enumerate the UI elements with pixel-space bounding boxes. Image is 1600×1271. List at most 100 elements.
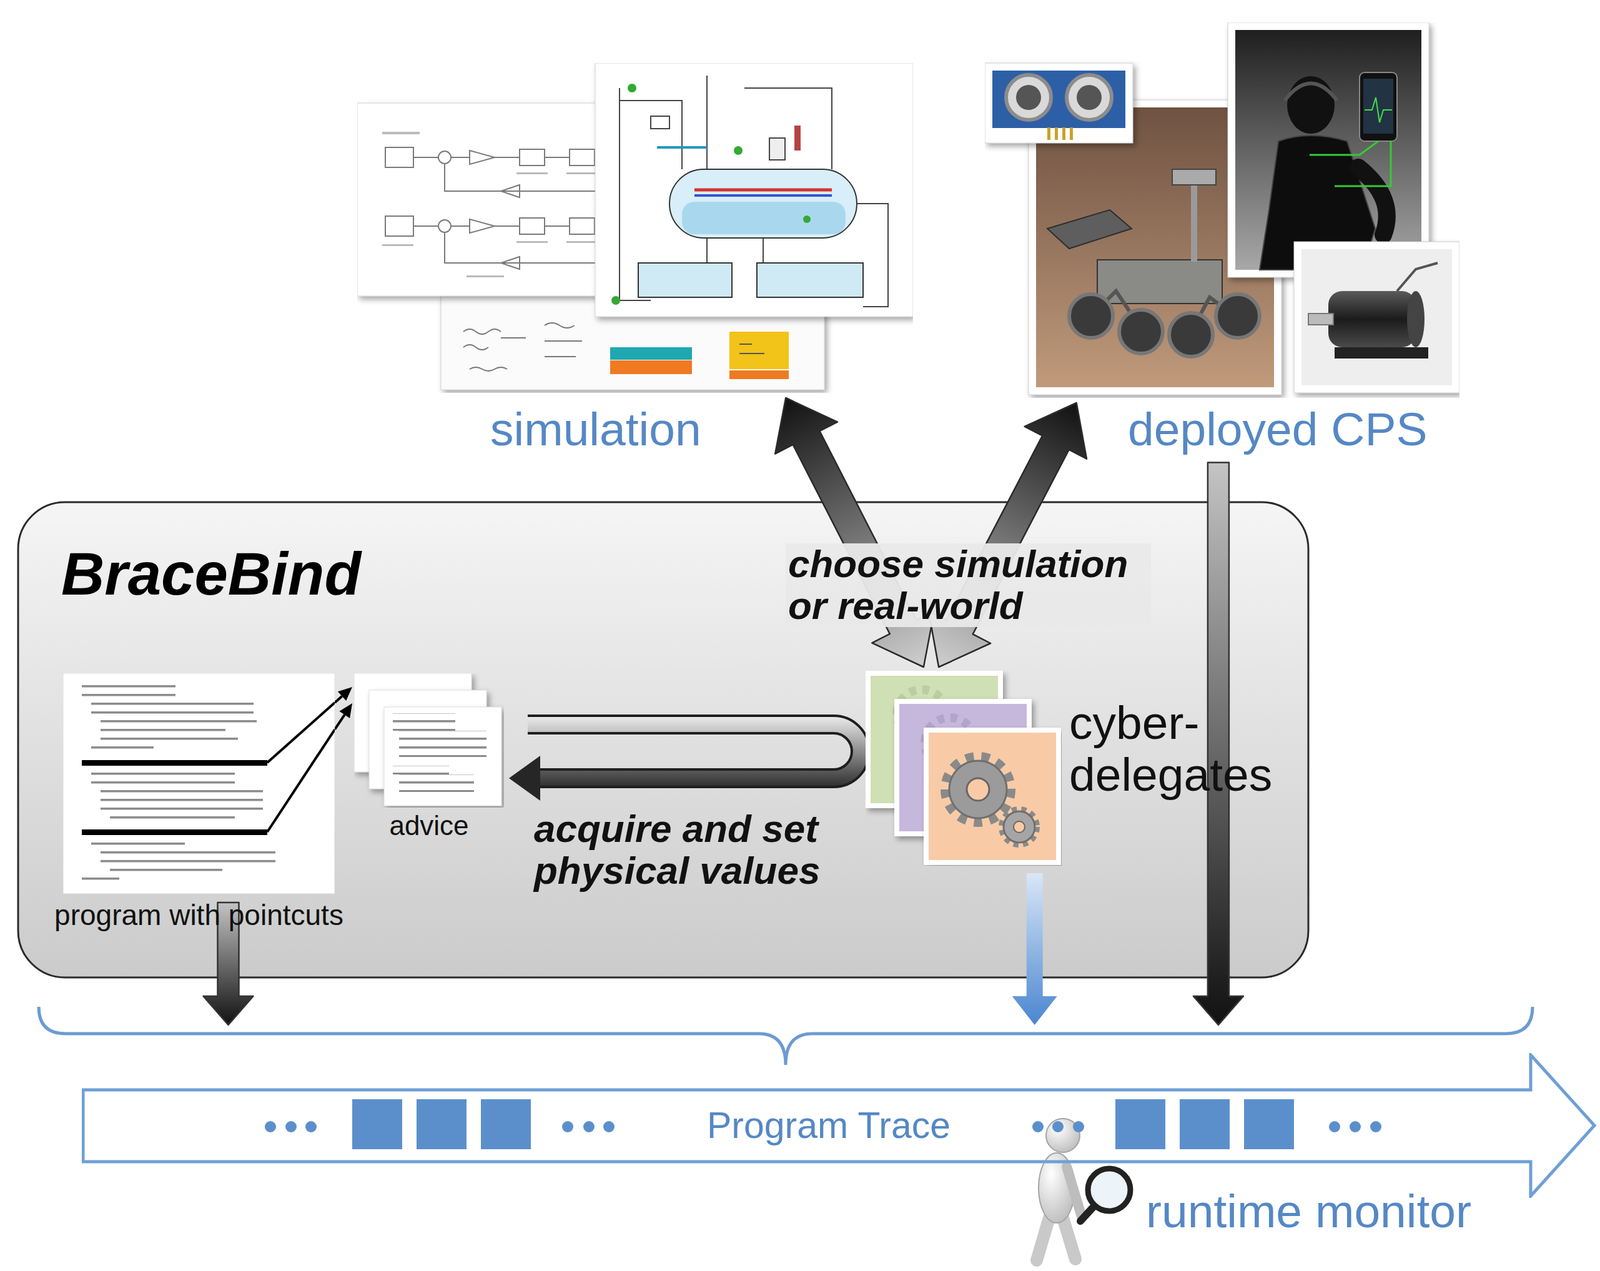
rover-photo-part [1190,181,1198,262]
pointcut-arrow [334,703,353,730]
sketch-sheet-part [610,347,692,360]
plant-schematic-sheet-part-part [619,100,682,170]
code-lines-part [100,716,257,726]
block-diagram-sheet-part-part [566,241,598,243]
gear-icon-part [1013,821,1025,833]
advice-pages-part [392,713,456,731]
block-diagram-sheet-part-part [382,131,420,135]
trace-events-part [1179,1099,1230,1150]
trace-events-part [480,1099,531,1150]
wearable-photo-part [1364,97,1393,123]
block-diagram-sheet-part-part [566,172,598,175]
gear-icon-part [949,760,1007,819]
rover-photo-part [1097,259,1223,304]
gear-icon-part [966,778,990,801]
label-anchor: runtime monitor [1145,1185,1472,1238]
wearable-photo-part [1284,83,1338,102]
code-lines-part [100,734,238,744]
wearable-photo-part [1235,29,1422,270]
choice-note: choose simulation or real-world [785,543,1151,628]
sketch-sheet-part [729,370,789,380]
wearable-photo-part [1334,141,1391,187]
label-anchor: acquire and set physical values [533,808,832,892]
plant-schematic-sheet-part [656,146,707,149]
advice-stack: advice [354,673,504,808]
code-lines-part [91,743,154,752]
advice-pages-part [384,706,502,806]
gear-icon-part [1001,809,1037,845]
monitor-figure-part [1087,1168,1131,1211]
solenoid-photo-part [1407,291,1425,348]
code-lines-part [91,839,185,849]
pointcut-bar [81,829,268,835]
block-diagram-sheet-part-part [385,216,414,237]
code-listing-part [63,673,335,894]
plant-schematic-sheet-part [769,138,786,160]
sketch-sheet-part [610,360,692,375]
pointcut-bar [81,760,268,766]
block-diagram-sheet-part-part [466,275,504,278]
code-lines-part [100,725,226,735]
plant-schematic-sheet-part [611,296,621,305]
plant-schematic-sheet-part [803,215,811,223]
plant-schematic-sheet-part-part [706,237,708,263]
plant-schematic-sheet-part-part [650,116,670,129]
pointcut-stub [267,702,335,763]
ultrasonic-sensor-photo-part [1006,74,1052,120]
plant-schematic-sheet-part [638,262,732,298]
label-anchor: choose simulation or real-world [785,543,1151,628]
ellipsis-dots-part [603,1120,615,1133]
block-diagram-sheet-part-part [438,219,451,233]
loop-arrow [508,724,861,801]
blue-down-arrow [1012,873,1058,1025]
ultrasonic-sensor-photo-part [1047,127,1051,140]
advice-pages-part [399,730,487,757]
sketch-sheet-part [739,344,765,354]
plant-schematic-sheet [595,63,914,317]
code-lines-part [109,865,223,875]
trace-arrow-shape-part [83,1054,1595,1196]
monitor-figure-part [1062,1217,1076,1260]
ultrasonic-sensor-photo-part [1054,127,1058,140]
solenoid-photo-part [1293,241,1460,393]
node-caption: advice [389,809,469,842]
node-caption: program with pointcuts [54,898,344,932]
ultrasonic-sensor-photo-part [992,70,1126,129]
ellipsis-dots-part [1032,1120,1044,1133]
solenoid-photo [1293,241,1460,393]
ellipsis-dots-part [305,1120,317,1133]
code-lines [81,681,276,884]
solenoid-photo-part [1397,262,1438,292]
plant-schematic-sheet-part [756,262,864,298]
deployed-cps-photos [984,22,1460,398]
pointcut-arrow [334,686,353,703]
fat-arrow [1012,873,1058,1025]
sketch-sheet-part [463,322,583,371]
trace-events-part [1244,1099,1294,1150]
trace-events-part [352,1099,403,1150]
code-lines-part [81,874,120,884]
thin-arrow [334,714,345,730]
wearable-photo-part [1363,78,1394,134]
wearable-photo-part [1359,72,1398,142]
plant-schematic-sheet-part [619,75,889,307]
ellipsis-dots-part [1349,1120,1361,1133]
code-lines-part [109,813,235,822]
block-diagram-sheet-part-part [516,241,548,243]
ultrasonic-sensor-photo-part [984,63,1133,144]
rover-photo-part [1215,294,1260,338]
ellipsis-dots-part [1370,1120,1382,1133]
plant-schematic-sheet-part [694,194,832,197]
monitor-caption: runtime monitor [1145,1185,1472,1238]
code-lines-part [91,769,235,787]
plant-schematic-sheet-part-part [762,237,764,263]
deployed-cps-panel: deployed CPS [984,22,1460,398]
ellipsis-dots-part [1328,1120,1341,1133]
ellipsis-dots-part [583,1120,595,1133]
plant-schematic-sheet-part-part [706,75,708,170]
wearable-photo-part [1358,167,1388,235]
ultrasonic-sensor-photo-part [1076,84,1102,110]
delegate-cards-part [926,730,1059,863]
pointcut-stub [267,729,335,832]
